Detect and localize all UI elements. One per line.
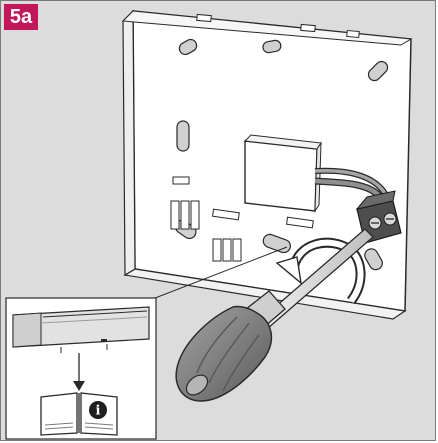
device-inset: i [5,297,157,440]
info-glyph: i [96,404,101,419]
info-icon: i [89,401,107,419]
junction-box [243,134,322,213]
leader-line [136,246,288,306]
screwdriver [175,228,374,402]
thermostat-device [12,306,150,353]
connector-clips [170,200,242,262]
step-badge: 5a [4,4,38,30]
